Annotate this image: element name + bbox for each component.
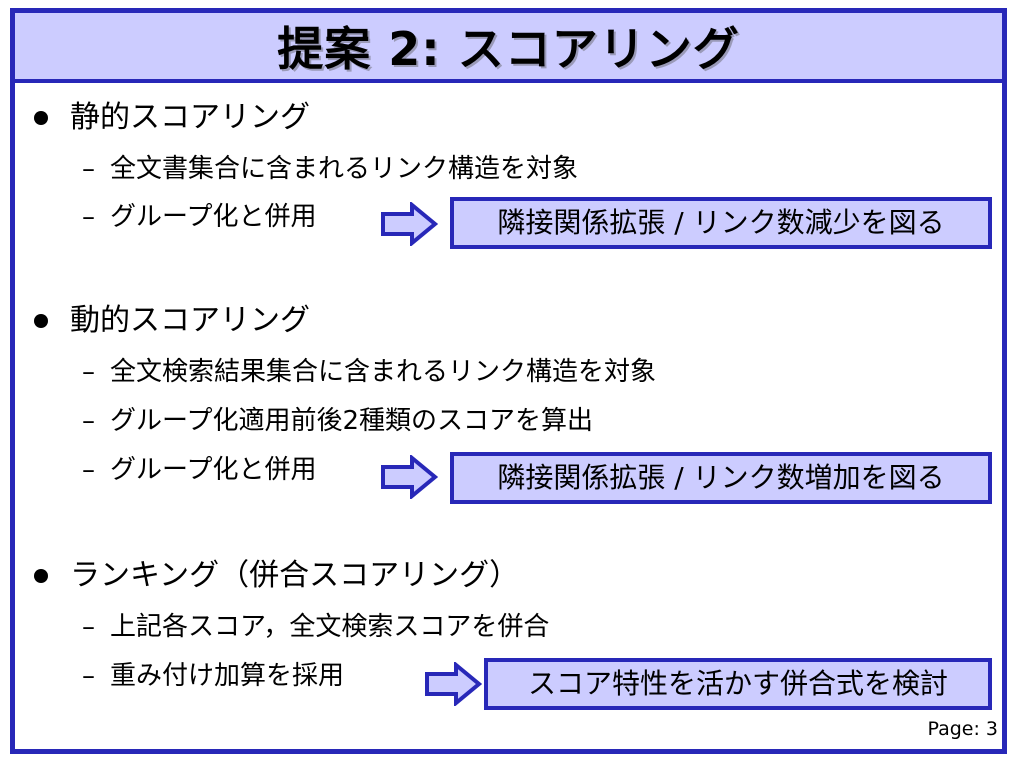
section-heading-dynamic: 動的スコアリング xyxy=(32,303,310,339)
sub-item: – 全文検索結果集合に含まれるリンク構造を対象 xyxy=(82,356,656,388)
callout-box: スコア特性を活かす併合式を検討 xyxy=(484,658,992,710)
page-number: Page: 3 xyxy=(927,718,998,740)
section-heading-ranking: ランキング（併合スコアリング） xyxy=(32,558,519,594)
dash: – xyxy=(82,357,95,387)
right-arrow-icon xyxy=(425,662,482,706)
section-heading-text: 動的スコアリング xyxy=(70,303,310,338)
sub-item: – 重み付け加算を採用 xyxy=(82,660,344,692)
sub-item-text: グループ化適用前後2種類のスコアを算出 xyxy=(110,406,593,436)
sub-item: – グループ化適用前後2種類のスコアを算出 xyxy=(82,405,593,437)
dash: – xyxy=(82,202,95,232)
dash: – xyxy=(82,455,95,485)
callout-text: 隣接関係拡張 / リンク数減少を図る xyxy=(497,206,945,239)
sub-item-text: 上記各スコア，全文検索スコアを併合 xyxy=(110,612,550,642)
sub-item: – 全文書集合に含まれるリンク構造を対象 xyxy=(82,153,578,185)
sub-item-text: グループ化と併用 xyxy=(110,202,317,232)
sub-item-text: 全文検索結果集合に含まれるリンク構造を対象 xyxy=(110,357,657,387)
dash: – xyxy=(82,406,95,436)
slide-title: 提案 2: スコアリング xyxy=(277,22,740,76)
title-bar: 提案 2: スコアリング xyxy=(15,13,1002,83)
sub-item-text: 全文書集合に含まれるリンク構造を対象 xyxy=(110,154,579,184)
dash: – xyxy=(82,154,95,184)
callout-box: 隣接関係拡張 / リンク数減少を図る xyxy=(450,197,992,249)
dash: – xyxy=(82,661,95,691)
section-heading-static: 静的スコアリング xyxy=(32,100,310,136)
dash: – xyxy=(82,612,95,642)
bullet-icon xyxy=(34,111,48,125)
right-arrow-icon xyxy=(381,202,438,246)
sub-item-text: グループ化と併用 xyxy=(110,455,317,485)
bullet-icon xyxy=(34,569,48,583)
callout-text: スコア特性を活かす併合式を検討 xyxy=(527,667,948,700)
section-heading-text: 静的スコアリング xyxy=(70,100,310,135)
sub-item: – グループ化と併用 xyxy=(82,454,316,486)
slide-frame xyxy=(10,8,1007,754)
callout-box: 隣接関係拡張 / リンク数増加を図る xyxy=(450,452,992,504)
right-arrow-icon xyxy=(381,455,438,499)
bullet-icon xyxy=(34,314,48,328)
section-heading-text: ランキング（併合スコアリング） xyxy=(70,558,520,593)
sub-item: – 上記各スコア，全文検索スコアを併合 xyxy=(82,611,549,643)
callout-text: 隣接関係拡張 / リンク数増加を図る xyxy=(497,461,945,494)
sub-item-text: 重み付け加算を採用 xyxy=(110,661,345,691)
sub-item: – グループ化と併用 xyxy=(82,201,316,233)
